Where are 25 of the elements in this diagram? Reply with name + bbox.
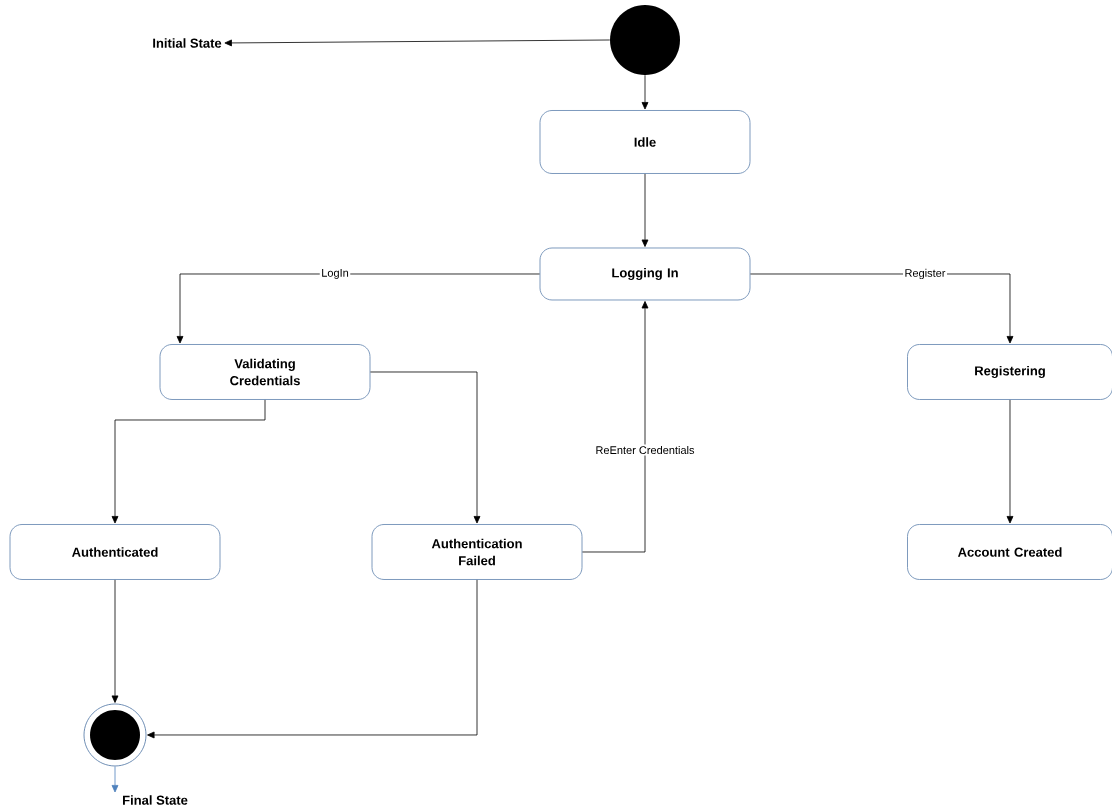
state-box: Authentication Failed [371, 524, 583, 580]
arrow [224, 39, 611, 47]
arrow [111, 579, 119, 703]
arrow [111, 766, 119, 793]
arrow [111, 399, 266, 524]
final-state-circle [83, 703, 147, 767]
state-label: Initial State [153, 38, 222, 48]
state-box: Idle [539, 110, 751, 174]
edge-label: Register [903, 267, 947, 281]
state-box: Authenticated [9, 524, 221, 580]
arrow [176, 273, 540, 344]
state-label: Final State [123, 795, 188, 805]
arrow [370, 371, 481, 524]
state-box: Logging In [539, 247, 751, 301]
edge-label: ReEnter Credentials [594, 444, 697, 456]
state-box: Registering [907, 344, 1112, 400]
arrow [1006, 399, 1014, 524]
arrow [582, 301, 649, 553]
arrow [641, 74, 649, 110]
arrow [641, 173, 649, 247]
initial-state-circle [610, 5, 680, 75]
state-box: Validating Credentials [159, 344, 371, 400]
state-box: Account Created [907, 524, 1112, 580]
arrow [147, 579, 478, 739]
edge-label: LogIn [319, 267, 351, 281]
